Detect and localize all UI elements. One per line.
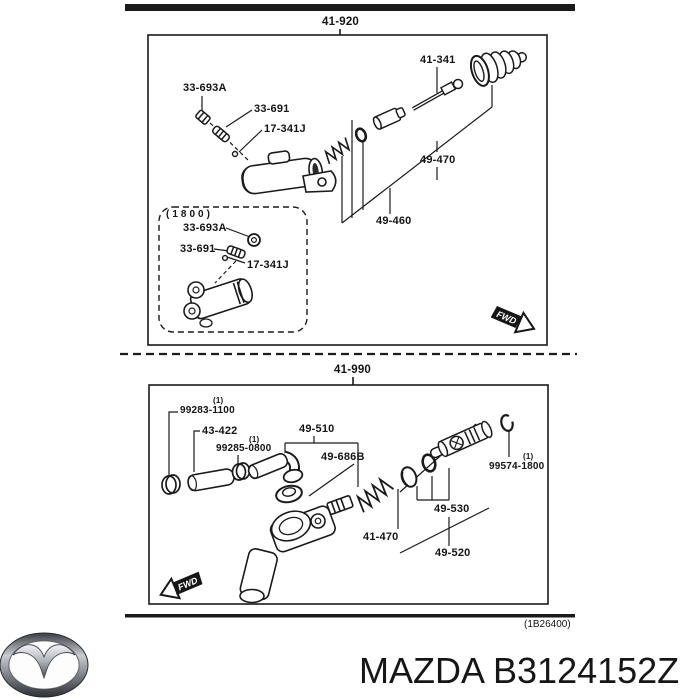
label-release-cylinder: 49-460 [376, 215, 412, 227]
pin-drawing [231, 150, 239, 158]
mazda-logo [0, 632, 89, 698]
label-repair-kit: 49-470 [420, 154, 456, 166]
variant-label-bleeder-cap: 33-693A [183, 222, 227, 234]
gland-cap-drawing [275, 484, 303, 504]
boot-drawing [469, 50, 528, 87]
variant-1800-tag: (1800) [166, 209, 213, 220]
variant-bleeder-screw-drawing [226, 245, 246, 259]
bleeder-screw-drawing [212, 125, 230, 143]
label-hose: 43-422 [202, 425, 238, 437]
snap-ring-drawing [500, 414, 514, 432]
variant-cylinder-drawing [183, 278, 253, 328]
label-clamp1-qty: (1) [213, 396, 224, 405]
label-piston-kit: 49-530 [434, 503, 470, 515]
piston-drawing-top [372, 107, 406, 130]
label-gland-cap: 49-686B [321, 451, 365, 463]
hose-clamp1-drawing [161, 474, 181, 495]
label-snap-ring: 99574-1800 [489, 461, 545, 472]
sheet-code: (1B26400) [524, 619, 571, 630]
label-push-rod: 41-341 [420, 54, 456, 66]
variant-label-pin: 17-341J [247, 259, 289, 271]
seal-cup-drawing [400, 466, 418, 488]
fwd-arrow-top: FWD [490, 306, 536, 334]
piston-drawing-bottom [429, 420, 493, 459]
union-pipe-drawing [247, 450, 304, 484]
variant-label-bleeder-screw: 33-691 [180, 243, 216, 255]
spring-drawing-top [324, 137, 351, 165]
variant-1800-box [158, 206, 308, 333]
fwd-arrow-bottom: FWD [159, 571, 203, 600]
o-ring-drawing [421, 453, 437, 473]
bottom-rule-bar [125, 614, 575, 618]
label-clamp2: 99285-0800 [216, 443, 272, 454]
slave-cylinder-drawing [241, 150, 337, 195]
hose-clamp2-drawing [231, 462, 251, 481]
brand-part-number: MAZDA B3124152Z [359, 650, 680, 691]
bottom-section-box [148, 384, 549, 605]
top-rule-bar [125, 4, 575, 11]
label-spring: 41-470 [363, 531, 399, 543]
label-pin: 17-341J [264, 123, 306, 135]
variant-pin-drawing [221, 254, 229, 262]
seal-ring-drawing-top [354, 127, 368, 143]
variant-bleeder-cap-drawing [247, 233, 261, 247]
label-cylinder-kit: 49-520 [435, 547, 471, 559]
label-clamp2-qty: (1) [249, 435, 260, 444]
top-section-title: 41-920 [322, 16, 360, 28]
label-snap-ring-qty: (1) [523, 452, 534, 461]
master-cylinder-drawing [239, 495, 354, 604]
push-rod-drawing [412, 78, 464, 111]
top-section-box [147, 34, 548, 346]
label-clamp1: 99283-1100 [180, 405, 235, 416]
bleeder-cap-drawing [195, 109, 211, 125]
label-bleeder-screw: 33-691 [254, 103, 290, 115]
bottom-section-title: 41-990 [334, 364, 372, 376]
label-union-pipe: 49-510 [299, 423, 335, 435]
spring-drawing-bottom [355, 476, 395, 513]
label-bleeder-cap: 33-693A [183, 82, 227, 94]
